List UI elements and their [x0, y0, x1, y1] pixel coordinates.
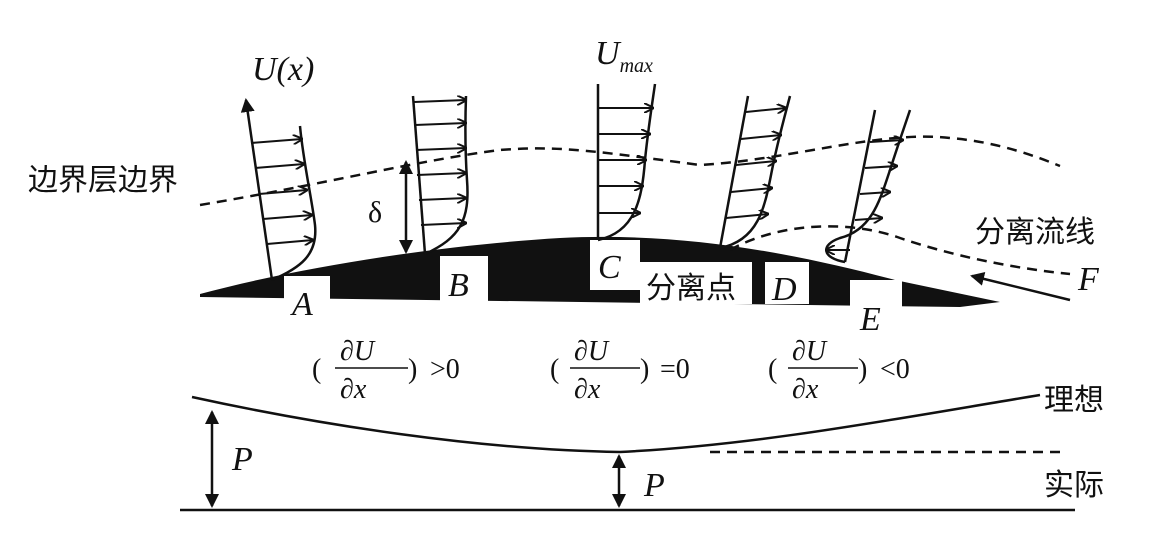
- label-box-d: [765, 262, 809, 304]
- separation-point-label: 分离点: [646, 271, 736, 306]
- velocity-profile-b: [411, 96, 469, 256]
- velocity-profile-c: [596, 83, 657, 242]
- point-a-label: A: [290, 286, 313, 323]
- boundary-layer-edge-line: [199, 135, 1061, 207]
- separation-streamline: [729, 225, 1071, 276]
- wall-body: [200, 236, 1000, 310]
- label-box-a: [284, 276, 330, 300]
- label-box-separation-point: [640, 262, 752, 304]
- label-box-b: [440, 256, 488, 302]
- svg-text:): ): [640, 354, 649, 385]
- svg-text:>0: >0: [430, 354, 460, 385]
- point-f-label: F: [1077, 261, 1100, 298]
- svg-text:(: (: [768, 354, 777, 385]
- point-d-label: D: [771, 271, 797, 308]
- pressure-label-left: P: [231, 441, 253, 478]
- label-box-e: [850, 280, 902, 310]
- thickness-label: δ: [368, 196, 382, 229]
- point-e-label: E: [859, 301, 881, 338]
- condition-positive: ( ∂U ∂x ) >0: [312, 336, 460, 405]
- condition-zero: ( ∂U ∂x ) =0: [550, 336, 690, 405]
- condition-negative: ( ∂U ∂x ) <0: [768, 336, 910, 405]
- boundary-layer-edge-label: 边界层边界: [28, 163, 178, 198]
- point-c-label: C: [598, 249, 621, 286]
- svg-text:): ): [858, 354, 867, 385]
- point-b-label: B: [448, 267, 469, 304]
- svg-text:∂U: ∂U: [574, 336, 610, 367]
- label-box-c: [590, 240, 640, 290]
- svg-text:∂x: ∂x: [340, 374, 367, 405]
- svg-text:∂x: ∂x: [574, 374, 601, 405]
- svg-text:∂U: ∂U: [340, 336, 376, 367]
- velocity-label: U(x): [252, 51, 314, 88]
- ideal-pressure-curve: [191, 393, 1041, 454]
- svg-text:(: (: [550, 354, 559, 385]
- velocity-profile-d: [718, 95, 792, 250]
- actual-label: 实际: [1044, 468, 1104, 503]
- svg-text:=0: =0: [660, 354, 690, 385]
- pressure-label-center: P: [643, 467, 665, 504]
- svg-text:): ): [408, 354, 417, 385]
- velocity-max-label: Umax: [595, 35, 653, 77]
- separation-streamline-label: 分离流线: [975, 215, 1095, 250]
- svg-text:∂U: ∂U: [792, 336, 828, 367]
- ideal-label: 理想: [1044, 383, 1104, 418]
- velocity-profile-a: [240, 98, 317, 282]
- svg-text:∂x: ∂x: [792, 374, 819, 405]
- svg-text:<0: <0: [880, 354, 910, 385]
- svg-text:(: (: [312, 354, 321, 385]
- reverse-flow-arrow: [970, 272, 1071, 302]
- velocity-profile-e: [826, 109, 912, 264]
